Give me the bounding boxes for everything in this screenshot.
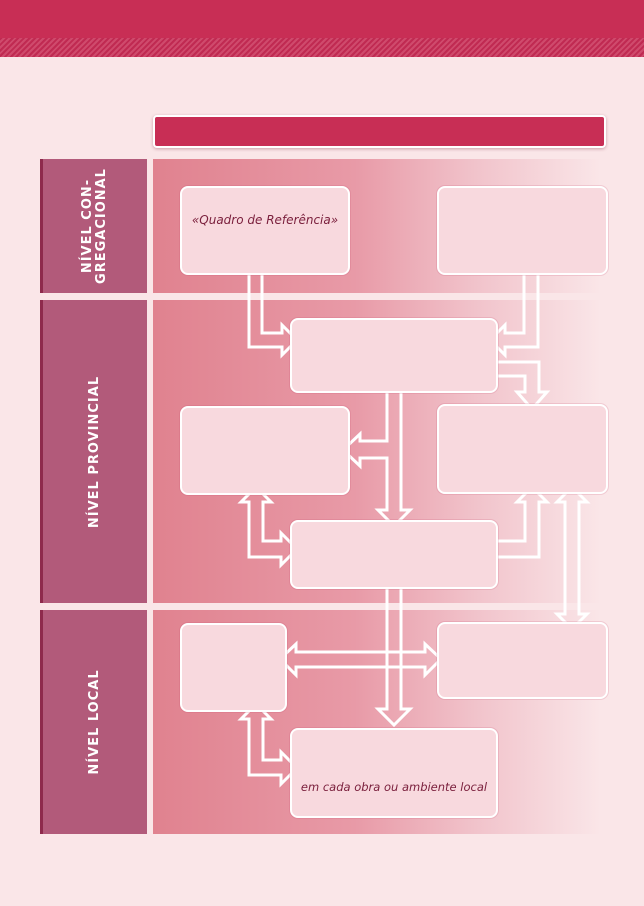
level-label-local: NÍVEL LOCAL <box>40 610 147 834</box>
box-local-left <box>180 623 287 712</box>
box-local-right <box>437 622 608 699</box>
level-label-congregational-line2: GREGACIONAL <box>94 168 109 284</box>
header-bar <box>0 0 644 38</box>
level-label-provincial-text: NÍVEL PROVINCIAL <box>87 375 102 528</box>
box-congregational-right <box>437 186 608 275</box>
box-local-center: em cada obra ou ambiente local <box>290 728 498 818</box>
box-local-center-text: em cada obra ou ambiente local <box>300 780 488 794</box>
header-stripe <box>0 38 644 57</box>
box-quadro-referencia-text: «Quadro de Referência» <box>191 212 339 227</box>
diagram-title-bar <box>153 115 606 148</box>
box-provincial-right <box>437 404 608 494</box>
box-quadro-referencia: «Quadro de Referência» <box>180 186 350 275</box>
level-label-congregational: NÍVEL CON- GREGACIONAL <box>40 159 147 293</box>
level-label-local-text: NÍVEL LOCAL <box>87 669 102 775</box>
box-provincial-left <box>180 406 350 495</box>
level-label-congregational-line1: NÍVEL CON- <box>80 178 95 274</box>
box-provincial-lower-center <box>290 520 498 589</box>
level-label-provincial: NÍVEL PROVINCIAL <box>40 300 147 603</box>
box-provincial-center <box>290 318 498 393</box>
